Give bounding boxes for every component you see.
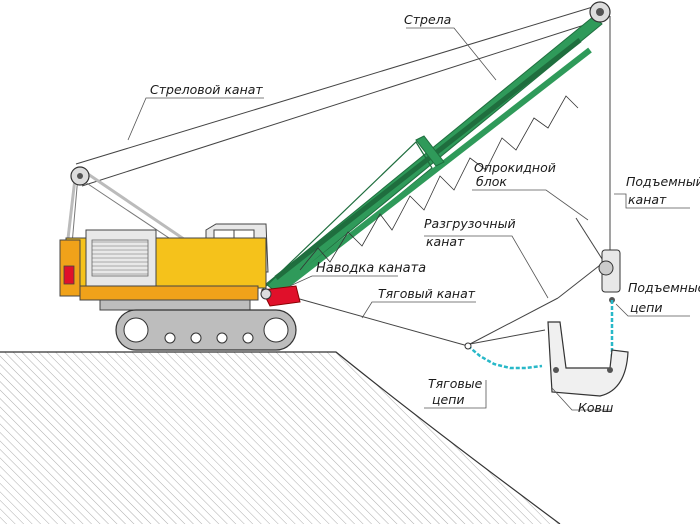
- boom-lattice: [299, 95, 579, 271]
- turntable: [99, 299, 251, 311]
- label-fairlead: Наводка каната: [316, 261, 426, 276]
- excavator: [59, 166, 301, 351]
- engine-grill: [91, 239, 149, 277]
- dump-rope-to-block: [575, 217, 605, 263]
- label-boom: Стрела: [404, 12, 451, 27]
- lower-frame: [79, 285, 259, 301]
- tail-light: [63, 265, 75, 285]
- drag-chains: [464, 342, 543, 370]
- boom-mid-brace: [415, 135, 445, 167]
- label-dump-rope-line2: канат: [426, 234, 465, 249]
- labels: Стрела Стреловой канат Опрокидной блок П…: [150, 12, 700, 415]
- ropes: [75, 5, 611, 347]
- label-bucket: Ковш: [578, 400, 613, 415]
- label-tipping-block-line2: блок: [476, 174, 507, 189]
- label-hoist-chains-line2: цепи: [630, 300, 663, 315]
- label-drag-chains-line2: цепи: [432, 392, 465, 407]
- dump-rope: [557, 261, 605, 299]
- ground: [0, 351, 561, 524]
- label-drag-chains-line1: Тяговые: [428, 376, 483, 391]
- label-boom-rope: Стреловой канат: [150, 82, 263, 97]
- boom: [260, 1, 611, 297]
- bucket-body: [547, 321, 629, 397]
- boom-rope-upper: [75, 5, 597, 165]
- boom-rope-lower: [81, 19, 601, 187]
- fairlead: [261, 285, 301, 307]
- ground-surface-line: [0, 351, 561, 524]
- boom-foot-pin: [260, 288, 272, 300]
- a-frame-front: [81, 168, 201, 252]
- drag-chain-hitch: [464, 342, 472, 350]
- dump-rope-lower: [469, 329, 546, 345]
- label-dump-rope-line1: Разгрузочный: [424, 216, 516, 231]
- label-drag-rope: Тяговый канат: [378, 286, 476, 301]
- boom-upper-member: [274, 38, 582, 280]
- bucket: [547, 321, 629, 397]
- leader-lines: [127, 27, 690, 411]
- dump-rope-to-bucket: [469, 297, 559, 345]
- label-tipping-block-line1: Опрокидной: [474, 160, 556, 175]
- drag-rope: [295, 297, 469, 347]
- tipping-block-sheave-icon: [598, 260, 614, 276]
- ground-fill: [0, 352, 560, 524]
- label-hoist-chains-line1: Подъемные: [628, 280, 700, 295]
- drag-chain-link-path: [467, 345, 543, 370]
- boom-lower-member: [276, 47, 592, 295]
- track-rollers: [123, 317, 289, 344]
- label-hoist-rope-line2: канат: [628, 192, 667, 207]
- label-hoist-rope-line1: Подъемный: [626, 174, 700, 189]
